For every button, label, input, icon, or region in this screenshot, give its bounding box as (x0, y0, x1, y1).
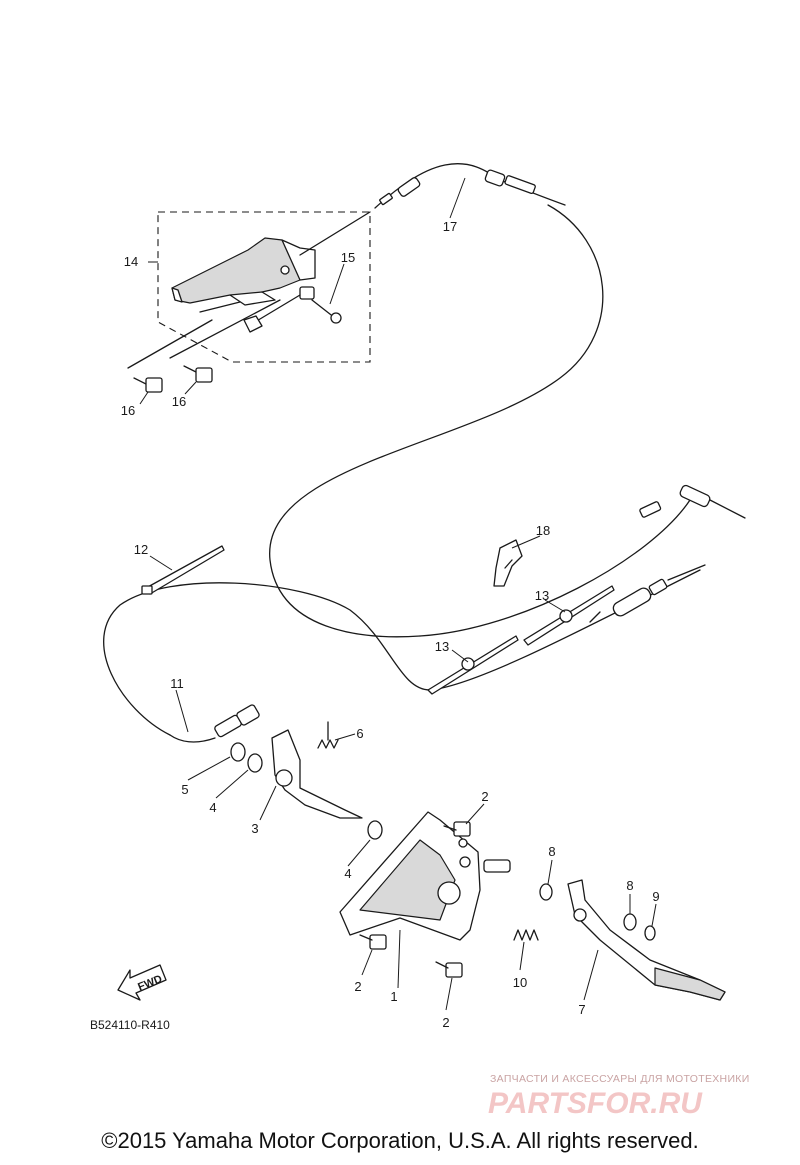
lever-assembly-outline (157, 211, 371, 363)
washer-4-lower (367, 820, 383, 840)
callout-label: 12 (134, 542, 148, 557)
pedal-bracket-1 (339, 811, 481, 941)
callout-label: 8 (548, 844, 555, 859)
callout-label: 7 (578, 1002, 585, 1017)
bolt-2-left (359, 934, 387, 950)
parking-brake-lever (171, 237, 316, 313)
watermark-tagline: ЗАПЧАСТИ И АКСЕССУАРЫ ДЛЯ МОТОТЕХНИКИ (490, 1073, 750, 1085)
callouts: 1 2 2 2 3 4 4 5 6 7 8 8 9 10 11 12 13 13… (121, 219, 660, 1030)
bolt-2-top (443, 821, 471, 837)
copyright-notice: ©2015 Yamaha Motor Corporation, U.S.A. A… (101, 1128, 699, 1153)
brake-pedal-7 (567, 879, 726, 1001)
bolt-16-left (133, 377, 163, 393)
clamp-assembly (243, 286, 342, 333)
cable-tie-13-lower (427, 635, 519, 695)
brake-cable (269, 163, 691, 638)
clip-9 (644, 925, 656, 941)
bolt-16-right (183, 365, 213, 383)
callout-label: 13 (435, 639, 449, 654)
callout-label: 16 (172, 394, 186, 409)
brake-arm-3 (271, 729, 363, 819)
callout-label: 1 (390, 989, 397, 1004)
callout-label: 3 (251, 821, 258, 836)
callout-label: 2 (354, 979, 361, 994)
callout-label: 11 (170, 676, 184, 691)
watermark: ЗАПЧАСТИ И АКСЕССУАРЫ ДЛЯ МОТОТЕХНИКИ PA… (488, 1073, 750, 1120)
callout-label: 13 (535, 588, 549, 603)
callout-label: 4 (209, 800, 216, 815)
washer-8-left (539, 883, 553, 901)
callout-label: 16 (121, 403, 135, 418)
callout-label: 14 (124, 254, 138, 269)
reverse-cable (103, 484, 746, 743)
cable-holder-18 (493, 539, 523, 587)
spring-10 (513, 929, 539, 941)
watermark-brand: PARTSFOR.RU (488, 1087, 703, 1120)
callout-label: 10 (513, 975, 527, 990)
cable-tie-12 (141, 545, 225, 595)
callout-label: 6 (356, 726, 363, 741)
washer-8-right (623, 913, 637, 931)
callout-label: 2 (442, 1015, 449, 1030)
pivot-shaft (483, 859, 511, 873)
callout-label: 17 (443, 219, 457, 234)
callout-label: 9 (652, 889, 659, 904)
callout-label: 15 (341, 250, 355, 265)
callout-label: 8 (626, 878, 633, 893)
callout-label: 2 (481, 789, 488, 804)
spring-6 (317, 721, 339, 749)
figure-code: B524110-R410 (90, 1018, 170, 1032)
washer-4-upper (247, 753, 263, 773)
callout-label: 4 (344, 866, 351, 881)
callout-label: 18 (536, 523, 550, 538)
cable-tie-13-upper (523, 585, 615, 646)
bolt-2-right (435, 961, 463, 978)
clip-5 (230, 742, 246, 762)
callout-label: 5 (181, 782, 188, 797)
fwd-arrow-icon: FWD (117, 964, 167, 1001)
